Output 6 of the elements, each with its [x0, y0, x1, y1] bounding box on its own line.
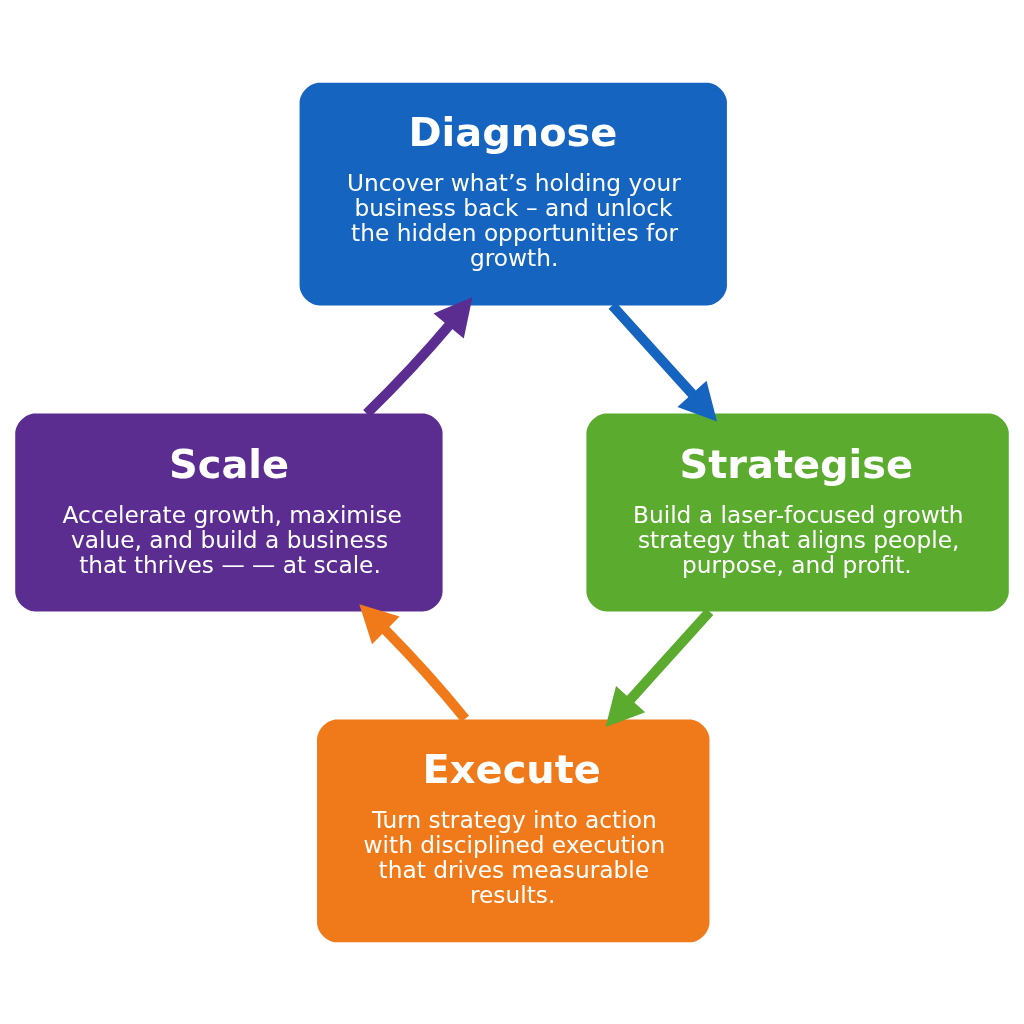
node-box: Strategise Build a laser-focused growth strategy that aligns people, purpose, and profit.: [586, 413, 1009, 611]
arrow: [359, 603, 470, 722]
node-box: Execute Turn strategy into action with disciplined execution that drives measurable results.: [317, 719, 710, 942]
node-box: Diagnose Uncover what’s holding your business back – and unlock the hidden opportunities for growth.: [299, 82, 727, 305]
arrow: [363, 296, 473, 417]
node-box: Scale Accelerate growth, maximise value, and build a business that thrives — — at scale.: [15, 413, 443, 611]
